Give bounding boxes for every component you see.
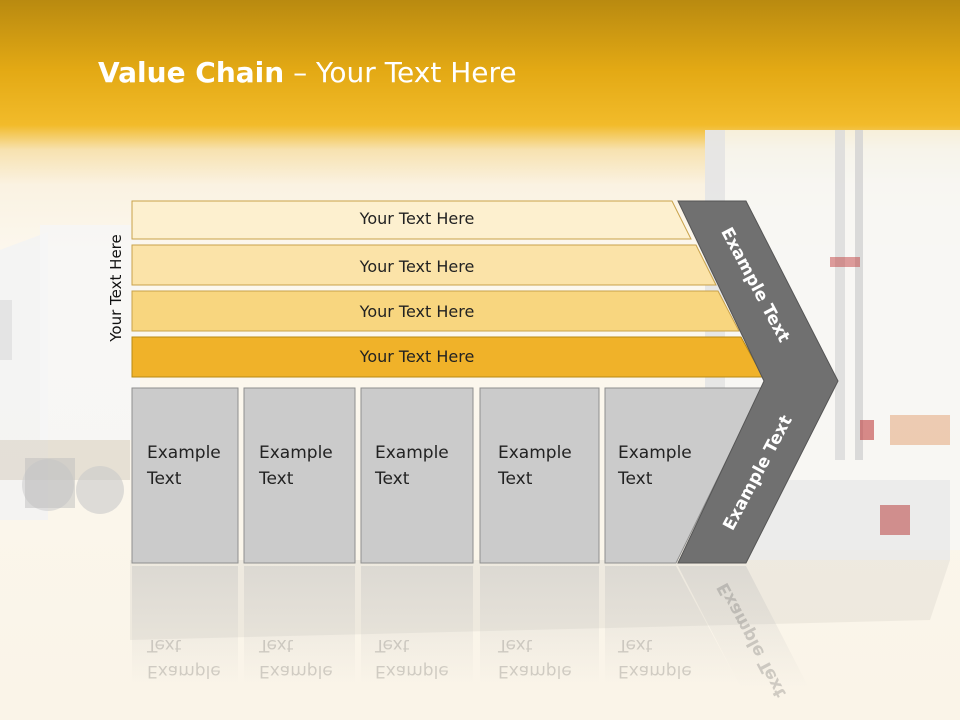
reflection — [605, 566, 740, 686]
band-2[interactable] — [131, 244, 717, 286]
title-rest: – Your Text Here — [284, 56, 517, 89]
band-1[interactable] — [131, 200, 692, 240]
band-label-2: Your Text Here — [359, 257, 475, 276]
activity-box-4[interactable] — [479, 387, 600, 564]
chevron-shape[interactable] — [677, 200, 839, 564]
title-bold: Value Chain — [98, 56, 285, 89]
activity-label-reflection: Example Text — [498, 635, 572, 681]
activity-label-5: Example Text — [618, 443, 692, 489]
activity-label-reflection: Example Text — [147, 635, 221, 681]
band-label-4: Your Text Here — [359, 347, 475, 366]
activity-label-1: Example Text — [147, 443, 221, 489]
activity-box-3[interactable] — [360, 387, 474, 564]
activity-label-4: Example Text — [498, 443, 572, 489]
band-label-1: Your Text Here — [359, 209, 475, 228]
activity-label-reflection: Example Text — [259, 635, 333, 681]
slide-title: Value Chain – Your Text Here — [98, 56, 517, 89]
side-label: Your Text Here — [107, 234, 125, 342]
reflection — [480, 566, 599, 686]
band-3[interactable] — [131, 290, 740, 332]
activity-box-2[interactable] — [243, 387, 356, 564]
activity-box-5[interactable] — [604, 387, 763, 564]
reflection — [132, 566, 238, 686]
activity-label-reflection: Example Text — [375, 635, 449, 681]
reflection — [244, 566, 355, 686]
band-label-3: Your Text Here — [359, 302, 475, 321]
activity-box-1[interactable] — [131, 387, 239, 564]
activity-label-reflection: Example Text — [618, 635, 692, 681]
reflection — [678, 566, 810, 690]
reflection — [361, 566, 473, 686]
activity-label-2: Example Text — [259, 443, 333, 489]
activity-label-3: Example Text — [375, 443, 449, 489]
